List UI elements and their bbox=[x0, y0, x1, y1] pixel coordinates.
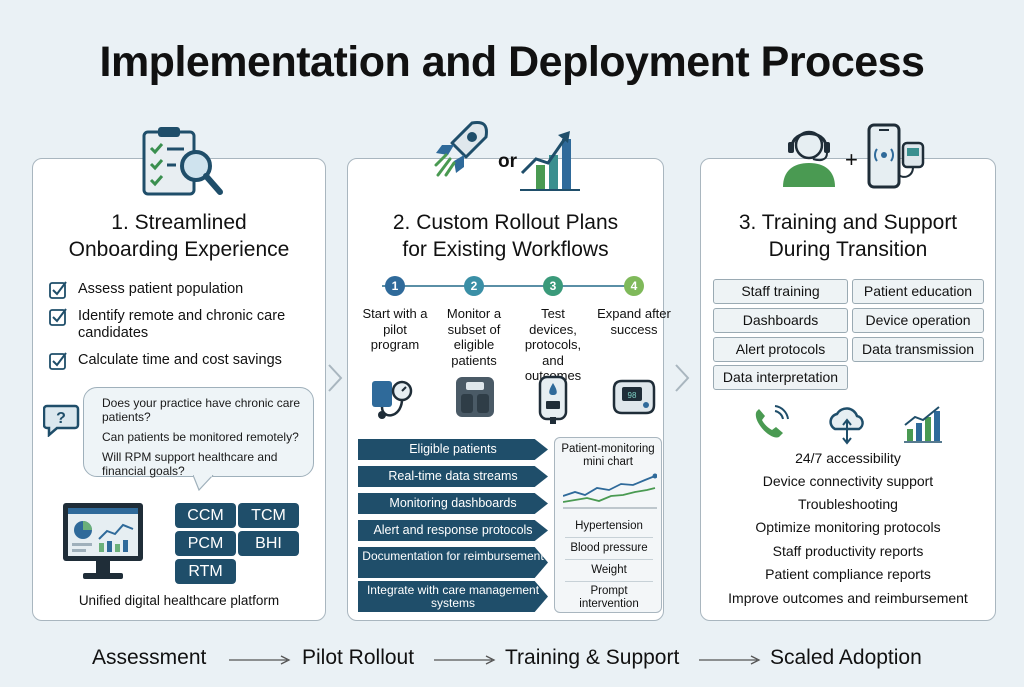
mini-chart-item: Blood pressure bbox=[565, 542, 653, 560]
svg-text:98: 98 bbox=[628, 391, 637, 400]
program-tag: PCM bbox=[175, 531, 236, 556]
checklist-text: Identify remote and chronic care candida… bbox=[78, 308, 286, 341]
program-tag: CCM bbox=[175, 503, 236, 528]
checklist-text: Calculate time and cost savings bbox=[78, 352, 282, 368]
phase-label: Scaled Adoption bbox=[770, 646, 922, 669]
checkbox-checked-icon bbox=[49, 352, 67, 370]
page-title: Implementation and Deployment Process bbox=[99, 38, 925, 86]
flow-box: Alert and response protocols bbox=[358, 520, 548, 541]
panel-title-line: for Existing Workflows bbox=[402, 238, 609, 261]
checklist-item: Assess patient population bbox=[49, 281, 243, 299]
step-label: Test devices, protocols, and outcomes bbox=[524, 306, 582, 383]
weight-scale-icon bbox=[456, 377, 494, 417]
arrow-right-icon bbox=[699, 655, 761, 665]
svg-text:?: ? bbox=[56, 410, 66, 427]
flow-box: Integrate with care management systems bbox=[358, 581, 548, 612]
step-number: 4 bbox=[624, 276, 644, 296]
question-text: Does your practice have chronic care pat… bbox=[102, 396, 301, 424]
chevron-right-icon bbox=[328, 364, 343, 392]
checkbox-checked-icon bbox=[49, 308, 67, 326]
training-pill: Dashboards bbox=[713, 308, 848, 333]
or-connector: or bbox=[498, 151, 517, 172]
training-pill: Data transmission bbox=[852, 337, 984, 362]
support-item: Troubleshooting bbox=[798, 496, 898, 512]
checklist-text: Assess patient population bbox=[78, 281, 244, 297]
flow-box: Real-time data streams bbox=[358, 466, 548, 487]
trend-lines bbox=[563, 473, 657, 509]
flow-box: Documentation for reimbursement bbox=[358, 547, 548, 578]
support-item: Staff productivity reports bbox=[772, 543, 924, 559]
mini-chart-item: Prompt intervention bbox=[579, 585, 639, 610]
panel-title-line: Onboarding Experience bbox=[68, 238, 290, 261]
mini-chart-item: Hypertension bbox=[565, 520, 653, 538]
plus-connector: + bbox=[845, 147, 858, 172]
cloud-sync-icon bbox=[829, 407, 864, 445]
arrow-right-icon bbox=[229, 655, 291, 665]
support-item: Optimize monitoring protocols bbox=[755, 519, 941, 535]
training-panel: + 3. Training and Support During Transit… bbox=[700, 123, 996, 621]
bar-chart-icon bbox=[904, 406, 942, 443]
checklist-item: Identify remote and chronic care candida… bbox=[49, 308, 319, 342]
question-text: Can patients be monitored remotely? bbox=[102, 430, 299, 444]
program-tag: TCM bbox=[238, 503, 299, 528]
arrow-right-icon bbox=[434, 655, 496, 665]
clipboard-magnifier-icon bbox=[142, 127, 223, 196]
step-label: Monitor a subset of eligible patients bbox=[446, 306, 502, 368]
training-pill: Alert protocols bbox=[713, 337, 848, 362]
checklist-item: Calculate time and cost savings bbox=[49, 352, 282, 370]
computer-dashboard-icon bbox=[63, 503, 143, 579]
mini-chart-title: Patient-monitoring mini chart bbox=[561, 443, 655, 468]
program-tag: BHI bbox=[238, 531, 299, 556]
training-pill: Patient education bbox=[852, 279, 984, 304]
panel-title-line: During Transition bbox=[768, 238, 928, 261]
panel-title-line: 2. Custom Rollout Plans bbox=[392, 211, 619, 234]
flow-box: Eligible patients bbox=[358, 439, 548, 460]
growth-chart-icon bbox=[520, 131, 580, 191]
support-item: Patient compliance reports bbox=[765, 566, 931, 582]
headset-agent-icon bbox=[783, 130, 835, 187]
rollout-panel: or 2. Custom Rollout Plans for Existing … bbox=[347, 121, 671, 621]
step-number: 1 bbox=[385, 276, 405, 296]
support-item: Improve outcomes and reimbursement bbox=[728, 590, 968, 606]
flow-box: Monitoring dashboards bbox=[358, 493, 548, 514]
checkbox-checked-icon bbox=[49, 281, 67, 299]
phase-label: Assessment bbox=[92, 646, 207, 669]
step-number: 2 bbox=[464, 276, 484, 296]
platform-label: Unified digital healthcare platform bbox=[78, 593, 280, 608]
step-label: Start with a pilot program bbox=[362, 306, 428, 352]
mini-chart-panel: Patient-monitoring mini chart Hypertensi… bbox=[554, 437, 662, 613]
training-pill: Staff training bbox=[713, 279, 848, 304]
program-tag: RTM bbox=[175, 559, 236, 584]
question-bubble-icon: ? bbox=[43, 404, 80, 437]
rocket-icon bbox=[434, 121, 488, 177]
step-timeline bbox=[382, 285, 637, 287]
step-label: Expand after success bbox=[597, 306, 671, 337]
onboarding-panel: 1. Streamlined Onboarding Experience Ass… bbox=[32, 127, 326, 621]
training-pill: Data interpretation bbox=[713, 365, 848, 390]
training-pill: Device operation bbox=[852, 308, 984, 333]
chevron-right-icon bbox=[675, 364, 690, 392]
step-number: 3 bbox=[543, 276, 563, 296]
phone-icon bbox=[755, 405, 789, 438]
panel-title-line: 1. Streamlined bbox=[111, 211, 247, 234]
smartphone-device-icon bbox=[867, 123, 925, 189]
phase-label: Pilot Rollout bbox=[302, 646, 415, 669]
panel-title-line: 3. Training and Support bbox=[738, 211, 958, 234]
pulse-oximeter-icon: 98 bbox=[612, 379, 656, 415]
mini-chart-item: Weight bbox=[565, 564, 653, 582]
support-item: Device connectivity support bbox=[762, 473, 934, 489]
question-text: Will RPM support healthcare and financia… bbox=[102, 450, 278, 478]
bubble-tail bbox=[193, 475, 214, 491]
phase-label: Training & Support bbox=[505, 646, 680, 669]
glucometer-icon bbox=[538, 375, 568, 424]
blood-pressure-cuff-icon bbox=[372, 380, 413, 419]
support-item: 24/7 accessibility bbox=[795, 450, 901, 466]
question-bubble: Does your practice have chronic care pat… bbox=[83, 387, 314, 478]
